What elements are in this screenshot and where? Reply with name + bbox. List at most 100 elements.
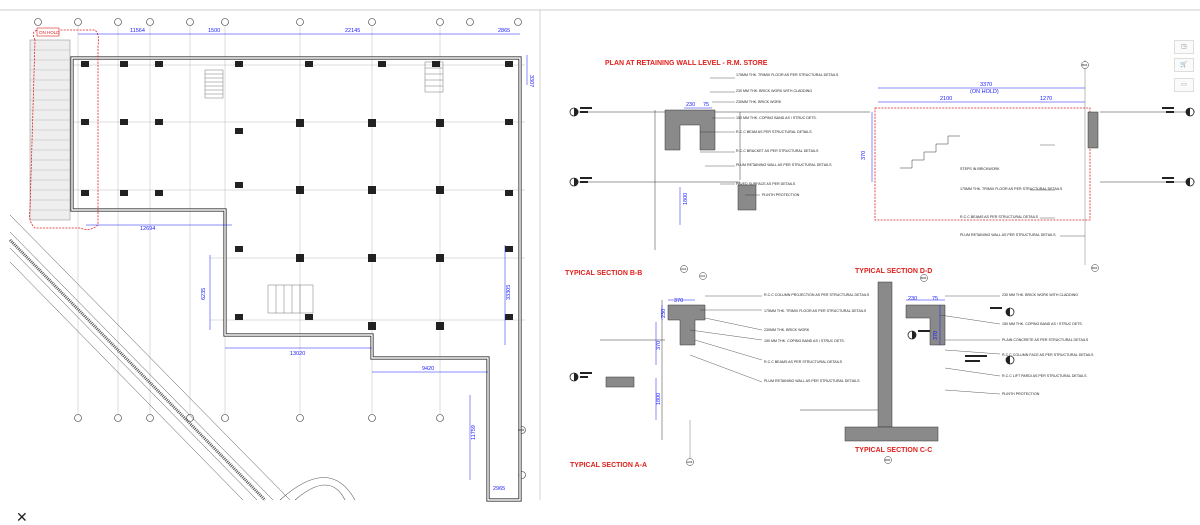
bb-dim-1800: 1800: [656, 393, 662, 405]
marker-c-right: [1162, 177, 1195, 187]
bb-note-3: 230MM THK. BRICK WORK: [764, 328, 810, 332]
plan-note-8: PAVED SURFACE AS PER DETAILS: [736, 182, 796, 186]
cc-footing: [844, 426, 939, 442]
bb-leaders: [689, 295, 763, 383]
store-on-hold-cloud: [874, 107, 1091, 221]
plan-note-5: R.C.C BEAM AS PER STRUCTURAL DETAILS: [736, 130, 812, 134]
cart-icon: 🛒: [1180, 62, 1188, 68]
plan-dim-1800: 1800: [683, 193, 689, 205]
plan-dim-1270: 1270: [1040, 96, 1052, 102]
dim-top-4: 2865: [498, 28, 510, 34]
dd-note-4: R.C.C COLUMN FACE AS PER STRUCTURAL DETA…: [1002, 353, 1094, 357]
plan-note-1: 175MM THK. TRIMIX FLOOR AS PER STRUCTURA…: [736, 73, 839, 77]
bb-note-6: PLUM RETAINING WALL AS PER STRUCTURAL DE…: [764, 379, 860, 383]
plan-dim-2100: 2100: [940, 96, 952, 102]
section-a-a[interactable]: TYPICAL SECTION A-A: [570, 420, 694, 469]
section-markers: [569, 107, 1195, 382]
section-mark-8: A03: [519, 428, 525, 432]
plan-note-2: 230 MM THK. BRICK WORK WITH CLADDING: [736, 89, 812, 93]
toolbar-button-2[interactable]: 🛒: [1174, 58, 1194, 72]
plan-dim-370: 370: [861, 151, 867, 160]
diagonal-road: [9, 214, 291, 501]
dim-side-6: 33305: [506, 285, 512, 300]
cc-grid-bubble: [884, 456, 892, 464]
section-mark-7: A03: [687, 460, 693, 464]
road-curve: [279, 477, 356, 501]
bb-dims: [655, 299, 695, 420]
structural-columns: [81, 61, 513, 330]
section-dd-title: TYPICAL SECTION D-D: [855, 268, 932, 275]
section-mark-1: A01: [681, 267, 687, 271]
section-bb-title: TYPICAL SECTION B-B: [565, 270, 642, 277]
dim-side-3: 6235: [201, 288, 207, 300]
bb-footing: [605, 376, 635, 388]
dd-dims: [906, 299, 945, 345]
dd-dim-370: 370: [933, 331, 939, 340]
section-d-d[interactable]: TYPICAL SECTION D-D 230 75 370 230 MM TH…: [855, 268, 1094, 396]
on-hold-tag-box: [36, 27, 60, 37]
bb-note-5: R.C.C BEAMS AS PER STRUCTURAL DETAILS: [764, 360, 843, 364]
section-cc-title: TYPICAL SECTION C-C: [855, 447, 932, 454]
section-aa-title: TYPICAL SECTION A-A: [570, 462, 647, 469]
toolbar-icon-3: ▭: [1181, 82, 1187, 88]
road-curve-inner: [294, 484, 346, 501]
close-icon[interactable]: ✕: [16, 509, 28, 525]
marker-d-left: [907, 330, 930, 340]
bb-grid-bubble-2: [699, 272, 707, 280]
bottom-grid-bubbles: [74, 414, 526, 479]
section-mark-6: B06: [885, 458, 891, 462]
section-b-b[interactable]: TYPICAL SECTION B-B 370 230 370 1800 R.C…: [565, 265, 870, 441]
plan-dim-75: 75: [703, 102, 709, 108]
retaining-wall-inner: [71, 57, 521, 501]
section-mark-2: A01: [700, 274, 706, 278]
dim-side-1: 3307: [528, 75, 534, 87]
dd-note-5: R.C.C LIFT PARDI AS PER STRUCTURAL DETAI…: [1002, 374, 1087, 378]
plan-note-6: R.C.C BRACKET AS PER STRUCTURAL DETAILS: [736, 149, 819, 153]
staircase-lower: [267, 284, 314, 314]
section-mark-4: B04: [1092, 266, 1098, 270]
plan-note-3: 230MM THK. BRICK WORK: [736, 100, 782, 104]
plan-note-4: 150 MM THK. COPING BAND AS / STRUC DETS.: [736, 116, 817, 120]
plan-note-7: PLUM RETAINING WALL AS PER STRUCTURAL DE…: [736, 163, 832, 167]
dd-leaders: [939, 295, 1001, 395]
dim-side-4: 13020: [290, 351, 305, 357]
store-grid-bubble-top: [1081, 61, 1089, 69]
staircase-top: [204, 69, 224, 99]
store-grid-bubble-bottom: [1091, 264, 1099, 272]
retaining-wall-plan[interactable]: PLAN AT RETAINING WALL LEVEL - R.M. STOR…: [570, 60, 1195, 272]
dim-top-2: 1500: [208, 28, 220, 34]
grid-lines: [70, 26, 525, 414]
marker-d-right: [990, 307, 1015, 317]
dd-dim-230: 230: [908, 296, 917, 302]
left-floor-plan[interactable]: ON HOLD: [8, 18, 534, 502]
dd-note-6: PLINTH PROTECTION: [1002, 392, 1040, 396]
bb-note-4: 150 MM THK. COPING BAND AS / STRUC DETS.: [764, 339, 845, 343]
plan-note-12: R.C.C BEAMS AS PER STRUCTURAL DETAILS: [960, 215, 1039, 219]
section-mark-3: B04: [1082, 63, 1088, 67]
marker-d-right-2: [965, 355, 1015, 365]
on-hold-tag: ON HOLD: [39, 30, 60, 35]
section-c-c[interactable]: TYPICAL SECTION C-C: [800, 281, 939, 464]
dd-note-2: 150 MM THK. COPING BAND AS / STRUC DETS.: [1002, 322, 1083, 326]
footing-profile: [737, 184, 757, 211]
bb-dim-370b: 370: [656, 341, 662, 350]
bb-dim-230: 230: [661, 309, 667, 318]
steps-in-brickwork: [900, 135, 960, 169]
marker-b-left: [569, 107, 592, 117]
plan-dim-3370: 3370: [980, 82, 992, 88]
strip-hatch: [30, 49, 70, 211]
plan-title: PLAN AT RETAINING WALL LEVEL - R.M. STOR…: [605, 60, 768, 67]
marker-b-right: [1162, 107, 1195, 117]
dim-top-1: 11564: [130, 28, 145, 34]
section-mark-5: B06: [921, 276, 927, 280]
bb-note-1: R.C.C COLUMN PROJECTION AS PER STRUCTURA…: [764, 293, 870, 297]
toolbar-button-3[interactable]: ▭: [1174, 78, 1194, 92]
store-wall-profile: [1087, 111, 1099, 149]
dim-side-8: 2965: [493, 486, 505, 492]
bb-wall: [667, 304, 706, 346]
plan-leaders: [700, 77, 1085, 237]
plan-note-13: PLUM RETAINING WALL AS PER STRUCTURAL DE…: [960, 233, 1056, 237]
dd-note-3: PLAIN CONCRETE AS PER STRUCTURAL DETAILS: [1002, 338, 1089, 342]
toolbar-button-1[interactable]: ◳: [1174, 40, 1194, 54]
